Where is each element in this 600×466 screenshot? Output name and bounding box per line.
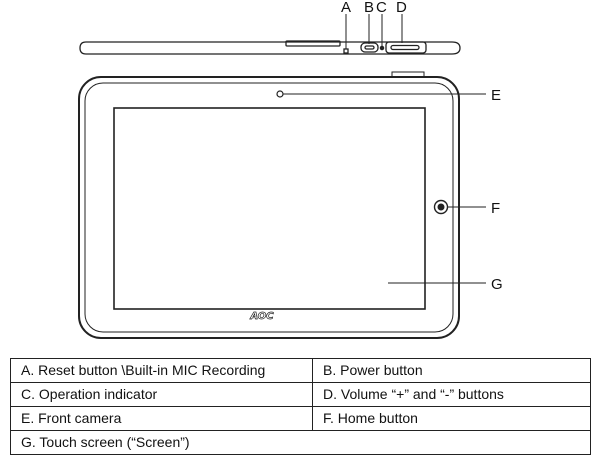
legend-cell-c: C. Operation indicator bbox=[10, 382, 313, 407]
legend-cell-g: G. Touch screen (“Screen”) bbox=[10, 430, 591, 455]
tablet-top-view bbox=[79, 40, 461, 55]
tablet-top-edge bbox=[79, 41, 461, 55]
legend-cell-e: E. Front camera bbox=[10, 406, 313, 431]
touch-screen-area bbox=[113, 107, 426, 310]
legend-cell-a: A. Reset button \Built-in MIC Recording bbox=[10, 358, 313, 383]
legend-row: G. Touch screen (“Screen”) bbox=[10, 430, 591, 455]
callout-label-e: E bbox=[491, 87, 501, 104]
power-button bbox=[360, 42, 379, 53]
side-button-hint bbox=[391, 71, 425, 77]
aoc-logo: AOC bbox=[249, 311, 274, 322]
legend-row: C. Operation indicator D. Volume “+” and… bbox=[10, 382, 591, 407]
reset-button-hole bbox=[343, 48, 349, 54]
tablet-outer-body bbox=[78, 76, 460, 339]
power-button-inner bbox=[364, 45, 375, 50]
callout-label-d: D bbox=[396, 0, 407, 16]
legend-row: E. Front camera F. Home button bbox=[10, 406, 591, 431]
operation-indicator-led bbox=[379, 45, 385, 51]
callout-label-g: G bbox=[491, 276, 503, 293]
legend-cell-f: F. Home button bbox=[312, 406, 591, 431]
legend-row: A. Reset button \Built-in MIC Recording … bbox=[10, 358, 591, 383]
front-camera bbox=[276, 90, 284, 98]
volume-buttons-inner bbox=[390, 44, 420, 51]
tablet-inner-bezel bbox=[84, 82, 454, 333]
top-callout-lines bbox=[345, 14, 403, 49]
tablet-front-view bbox=[78, 71, 460, 339]
volume-buttons bbox=[385, 41, 427, 54]
callout-label-a: A bbox=[341, 0, 351, 16]
front-callout-lines bbox=[283, 93, 486, 284]
legend-cell-d: D. Volume “+” and “-” buttons bbox=[312, 382, 591, 407]
top-slot bbox=[285, 40, 341, 47]
callout-label-c: C bbox=[376, 0, 387, 16]
tablet-diagram: A B C D AOC E F G bbox=[78, 0, 503, 339]
legend-cell-b: B. Power button bbox=[312, 358, 591, 383]
parts-legend-table: A. Reset button \Built-in MIC Recording … bbox=[10, 358, 591, 455]
callout-label-f: F bbox=[491, 200, 500, 217]
home-button-inner bbox=[437, 203, 445, 211]
callout-label-b: B bbox=[364, 0, 374, 16]
